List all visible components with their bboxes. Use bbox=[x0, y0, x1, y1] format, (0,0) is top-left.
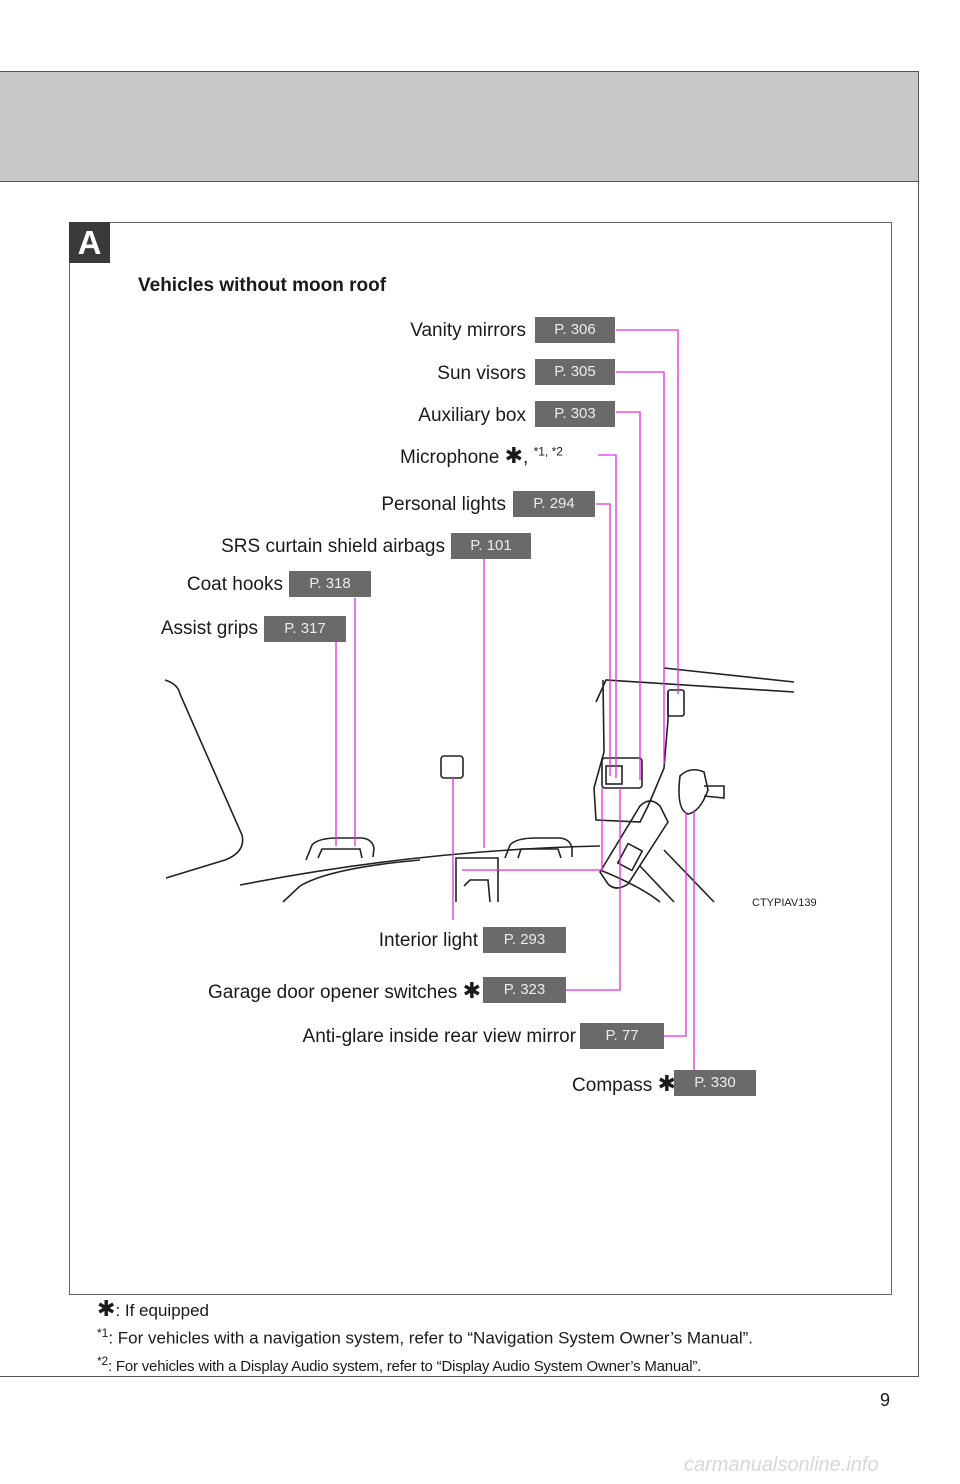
page-number: 9 bbox=[880, 1390, 891, 1410]
personal-lights-page[interactable]: P. 294 bbox=[513, 491, 595, 517]
vanity-mirrors-label: Vanity mirrors bbox=[410, 320, 526, 341]
footnote-display-audio: *2: For vehicles with a Display Audio sy… bbox=[97, 1350, 753, 1378]
leader-lines bbox=[335, 329, 695, 1070]
auxiliary-box-page[interactable]: P. 303 bbox=[535, 401, 615, 427]
header-band bbox=[0, 72, 918, 182]
footnote-2-text: : For vehicles with a navigation system,… bbox=[108, 1328, 754, 1348]
footnote-3-mark: *2 bbox=[97, 1353, 108, 1368]
coat-hooks-label: Coat hooks bbox=[186, 574, 283, 595]
footnotes: ✱: If equipped *1: For vehicles with a n… bbox=[97, 1297, 753, 1378]
assist-grips-page[interactable]: P. 317 bbox=[264, 616, 346, 642]
leader-personal-lights bbox=[596, 503, 611, 776]
garage-door-text: Garage door opener switches bbox=[208, 982, 458, 1003]
vanity-mirrors-page[interactable]: P. 306 bbox=[535, 317, 615, 343]
interior-light-page[interactable]: P. 293 bbox=[483, 927, 566, 953]
ceiling-illustration bbox=[164, 667, 795, 903]
leader-microphone bbox=[598, 454, 617, 778]
asterisk-icon: ✱ bbox=[657, 1071, 676, 1096]
leader-vanity-mirrors bbox=[616, 329, 679, 694]
auxiliary-box-label: Auxiliary box bbox=[418, 405, 526, 426]
garage-door-label: Garage door opener switches ✱ bbox=[208, 978, 481, 1004]
compass-text: Compass bbox=[572, 1075, 653, 1096]
figure-panel bbox=[69, 222, 892, 1295]
footnote-navigation: *1: For vehicles with a navigation syste… bbox=[97, 1322, 753, 1350]
leader-garage-door bbox=[566, 788, 621, 991]
asterisk-icon: ✱ bbox=[462, 978, 481, 1003]
figure-subtitle: Vehicles without moon roof bbox=[138, 275, 387, 296]
personal-lights-label: Personal lights bbox=[381, 494, 506, 515]
leader-auxiliary-box bbox=[616, 411, 641, 780]
coat-hooks-page[interactable]: P. 318 bbox=[289, 571, 371, 597]
microphone-text: Microphone bbox=[400, 447, 500, 468]
microphone-note2: *2 bbox=[551, 444, 563, 459]
srs-airbags-page[interactable]: P. 101 bbox=[451, 533, 531, 559]
interior-light-label: Interior light bbox=[378, 930, 478, 951]
assist-grips-label: Assist grips bbox=[160, 618, 258, 639]
srs-airbags-label: SRS curtain shield airbags bbox=[221, 536, 445, 557]
footnote-2-mark: *1 bbox=[97, 1326, 109, 1340]
leader-sun-visors bbox=[616, 371, 665, 764]
microphone-note1: *1, bbox=[533, 444, 552, 459]
footnote-1-text: : If equipped bbox=[115, 1301, 210, 1320]
page-frame bbox=[0, 71, 919, 1377]
figure-code: CTYPIAV139 bbox=[752, 897, 817, 909]
site-watermark: carmanualsonline.info bbox=[684, 1454, 879, 1476]
garage-door-page[interactable]: P. 323 bbox=[483, 977, 566, 1003]
microphone-sep: , bbox=[523, 447, 534, 468]
footnote-if-equipped: ✱: If equipped bbox=[97, 1297, 753, 1322]
compass-label: Compass ✱ bbox=[572, 1071, 676, 1097]
sun-visors-page[interactable]: P. 305 bbox=[535, 359, 615, 385]
sun-visors-label: Sun visors bbox=[437, 363, 526, 384]
leader-airbag-roofline bbox=[462, 788, 603, 871]
leader-anti-glare bbox=[664, 812, 687, 1037]
section-badge: A bbox=[69, 222, 110, 263]
microphone-label: Microphone ✱, *1, *2 bbox=[400, 443, 563, 469]
footnote-3-text: : For vehicles with a Display Audio syst… bbox=[107, 1357, 702, 1375]
asterisk-icon: ✱ bbox=[504, 443, 523, 468]
anti-glare-page[interactable]: P. 77 bbox=[580, 1023, 664, 1049]
anti-glare-label: Anti-glare inside rear view mirror bbox=[302, 1026, 576, 1047]
compass-page[interactable]: P. 330 bbox=[674, 1070, 756, 1096]
asterisk-icon: ✱ bbox=[97, 1296, 116, 1321]
